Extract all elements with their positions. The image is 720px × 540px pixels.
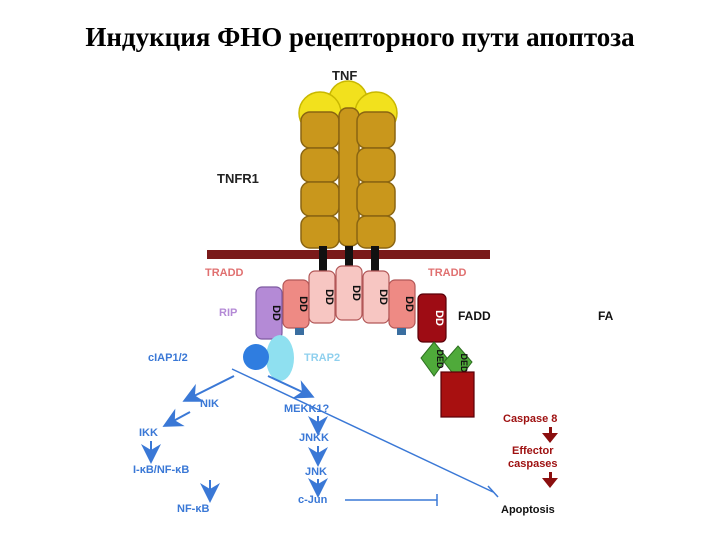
rip-label: RIP <box>219 307 237 319</box>
ikk-label: IKK <box>139 427 158 439</box>
ciap-label: cIAP1/2 <box>148 352 188 364</box>
trap2-label: TRAP2 <box>304 352 340 364</box>
trap2-protein <box>243 344 269 370</box>
cjun-label: c-Jun <box>298 494 328 506</box>
effector-label-2: caspases <box>508 458 558 470</box>
tnf-label: TNF <box>332 68 357 83</box>
dd-label-4: DD <box>377 289 389 305</box>
mekk-label: MEKK1? <box>284 403 330 415</box>
apoptosis-label: Apoptosis <box>501 504 555 516</box>
tnfr1-receptor <box>300 107 396 249</box>
death-domains <box>282 265 416 335</box>
caspase-cascade-arrows <box>542 427 558 488</box>
ciap-protein <box>266 335 294 381</box>
tnfr1-label: TNFR1 <box>217 171 259 186</box>
ded-label-1: DED <box>435 349 445 369</box>
jnk-label: JNK <box>305 466 327 478</box>
nfkb-label: NF-κB <box>177 503 209 515</box>
rip-dd-label: DD <box>270 305 282 321</box>
slide-title: Индукция ФНО рецепторного пути апоптоза <box>85 22 635 52</box>
nfkb-jnk-arrows <box>141 375 328 503</box>
fa-label: FA <box>598 309 614 323</box>
dd-label-5: DD <box>403 296 415 312</box>
dd-label-2: DD <box>323 289 335 305</box>
dd-label-3: DD <box>350 285 362 301</box>
dd-label-1: DD <box>297 296 309 312</box>
fadd-label: FADD <box>458 309 491 323</box>
ded-label-2: DED <box>459 353 469 373</box>
ded-domains <box>420 341 473 381</box>
tradd-label-left: TRADD <box>205 267 244 279</box>
fadd-dd-label: DD <box>433 310 445 326</box>
effector-label-1: Effector <box>512 445 554 457</box>
tradd-label-right: TRADD <box>428 267 467 279</box>
inhibition-lines <box>231 368 499 506</box>
caspase8-protein <box>440 371 475 418</box>
jnkk-label: JNKK <box>299 432 329 444</box>
nik-label: NIK <box>200 398 219 410</box>
fadd-protein <box>417 293 447 343</box>
rip-protein <box>255 286 283 340</box>
ikb-label: I-κB/NF-κB <box>133 464 189 476</box>
transmembrane-stalks <box>319 246 379 272</box>
casp8-label: Caspase 8 <box>503 413 557 425</box>
